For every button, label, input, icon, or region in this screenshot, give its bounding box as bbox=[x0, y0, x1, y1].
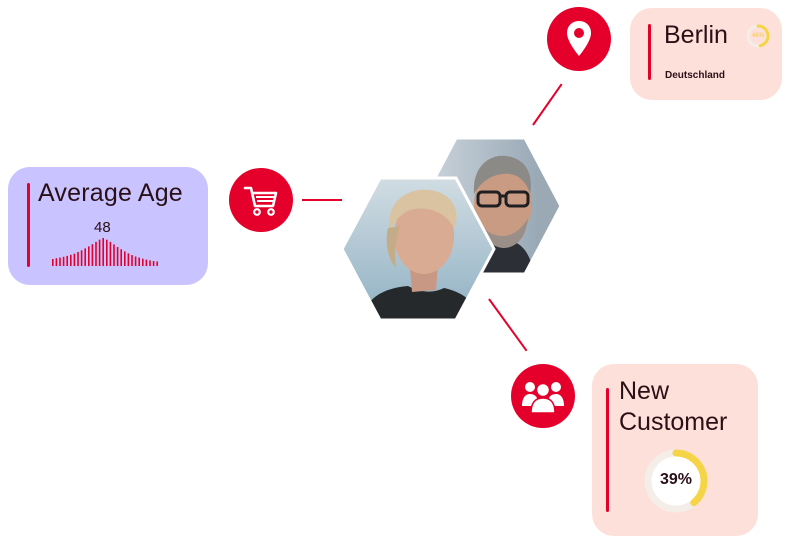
shopping-cart-icon bbox=[229, 168, 293, 232]
sparkline-bar bbox=[66, 255, 68, 266]
sparkline-bar bbox=[145, 259, 148, 266]
users-group-icon bbox=[511, 364, 575, 428]
average-age-value: 48 bbox=[94, 219, 111, 236]
location-card: Berlin Deutschland 46% bbox=[630, 8, 782, 100]
accent-bar bbox=[606, 388, 609, 512]
new-customer-card: New Customer 39% bbox=[592, 364, 758, 536]
sparkline-bar bbox=[59, 257, 61, 266]
title-line-1: New bbox=[619, 377, 670, 405]
title-line-2: Customer bbox=[619, 408, 728, 436]
sparkline-bar bbox=[102, 238, 104, 266]
sparkline-bar bbox=[91, 244, 94, 266]
sparkline-bar bbox=[80, 250, 83, 266]
sparkline-bar bbox=[77, 252, 79, 266]
sparkline-bar bbox=[73, 253, 76, 266]
sparkline-bar bbox=[62, 256, 65, 266]
new-customer-percent: 39% bbox=[659, 471, 693, 488]
new-customer-title: New Customer bbox=[619, 376, 727, 438]
sparkline-bar bbox=[52, 259, 54, 266]
sparkline-bar bbox=[142, 258, 144, 266]
connector-line bbox=[532, 83, 563, 126]
sparkline-bar bbox=[149, 260, 151, 266]
sparkline-bar bbox=[70, 254, 72, 266]
sparkline-bar bbox=[116, 247, 119, 266]
sparkline-bar bbox=[106, 239, 108, 266]
sparkline-bar bbox=[138, 257, 140, 266]
average-age-title: Average Age bbox=[38, 179, 183, 207]
woman-portrait-image bbox=[340, 176, 496, 322]
sparkline-bar bbox=[109, 241, 112, 266]
location-share-ring bbox=[746, 24, 770, 48]
sparkline-bar bbox=[120, 249, 122, 266]
country-name: Deutschland bbox=[665, 70, 726, 81]
sparkline-bar bbox=[152, 261, 155, 266]
sparkline-bar bbox=[95, 241, 97, 266]
new-customer-ring bbox=[644, 449, 708, 513]
age-distribution-sparkline bbox=[52, 238, 158, 266]
sparkline-bar bbox=[134, 256, 137, 266]
location-share-label: 46% bbox=[751, 33, 764, 39]
accent-bar bbox=[27, 183, 30, 267]
map-pin-icon bbox=[547, 7, 611, 71]
sparkline-bar bbox=[156, 261, 158, 266]
sparkline-bar bbox=[124, 251, 126, 266]
city-name: Berlin bbox=[664, 21, 728, 49]
sparkline-bar bbox=[98, 239, 101, 266]
sparkline-bar bbox=[84, 248, 86, 266]
sparkline-bar bbox=[131, 255, 133, 266]
average-age-card: Average Age 48 bbox=[8, 167, 208, 285]
sparkline-bar bbox=[113, 244, 115, 266]
connector-line bbox=[302, 199, 342, 201]
sparkline-bar bbox=[127, 253, 130, 266]
sparkline-bar bbox=[88, 246, 90, 266]
sparkline-bar bbox=[55, 258, 58, 266]
accent-bar bbox=[648, 24, 651, 80]
